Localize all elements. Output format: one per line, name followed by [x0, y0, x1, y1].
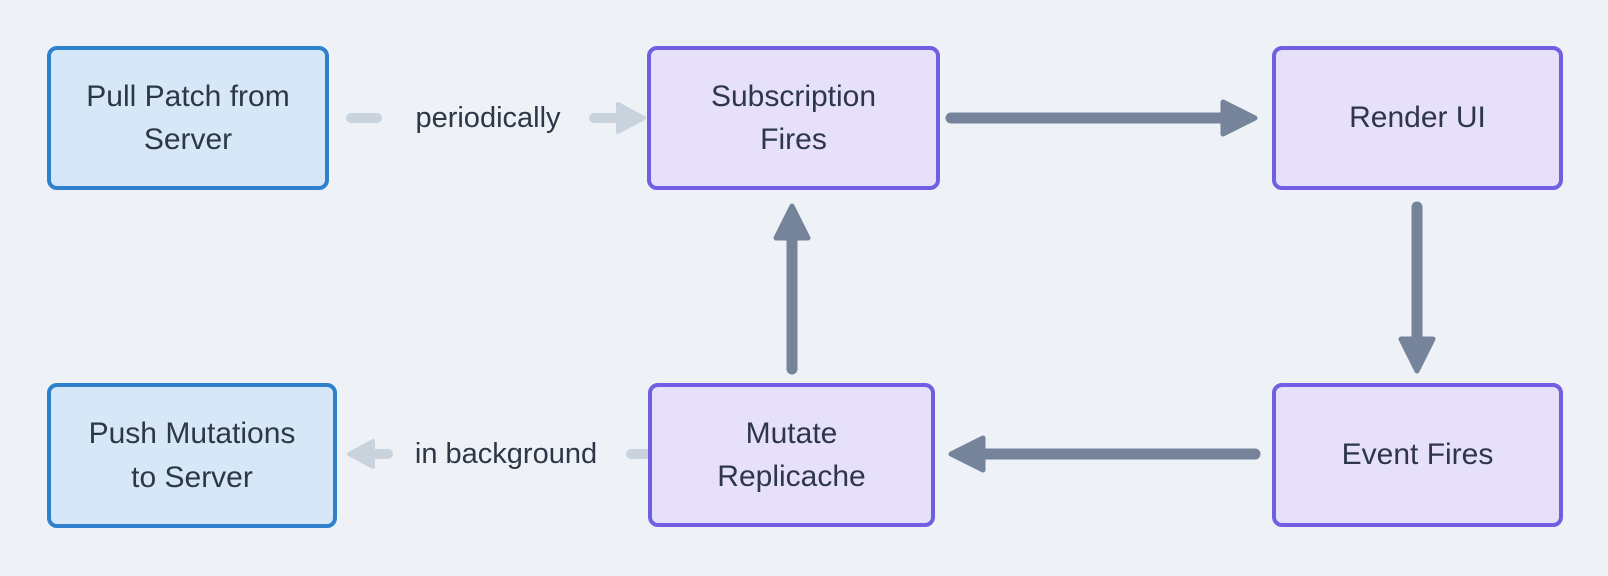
node-push-mutations-to-server: Push Mutations to Server — [47, 383, 337, 528]
edge-mutate-to-push — [347, 439, 651, 469]
down-arrowhead-icon — [1398, 336, 1436, 374]
node-pull-patch-from-server: Pull Patch from Server — [47, 46, 329, 190]
edge-subscription-to-render — [945, 99, 1258, 137]
node-label: Subscription Fires — [710, 79, 877, 157]
left-arrowhead-icon — [347, 439, 375, 469]
node-label: Mutate Replicache — [717, 416, 866, 494]
node-label: Event Fires — [1341, 438, 1494, 472]
edge-render-to-event — [1398, 201, 1436, 374]
up-arrowhead-icon — [773, 203, 811, 241]
edge-label-periodically: periodically — [415, 102, 561, 134]
left-arrowhead-icon — [948, 435, 986, 473]
node-subscription-fires: Subscription Fires — [647, 46, 940, 190]
node-label: Push Mutations to Server — [88, 417, 296, 494]
right-arrowhead-icon — [616, 102, 646, 134]
node-label: Pull Patch from Server — [86, 79, 290, 157]
edge-mutate-to-subscription — [773, 203, 811, 375]
node-mutate-replicache: Mutate Replicache — [648, 383, 935, 527]
edge-event-to-mutate — [948, 435, 1261, 473]
node-label: Render UI — [1349, 101, 1486, 135]
edge-pull-to-subscription — [346, 102, 646, 134]
edge-label-in-background: in background — [414, 438, 598, 470]
right-arrowhead-icon — [1220, 99, 1258, 137]
node-render-ui: Render UI — [1272, 46, 1563, 190]
node-event-fires: Event Fires — [1272, 383, 1563, 527]
